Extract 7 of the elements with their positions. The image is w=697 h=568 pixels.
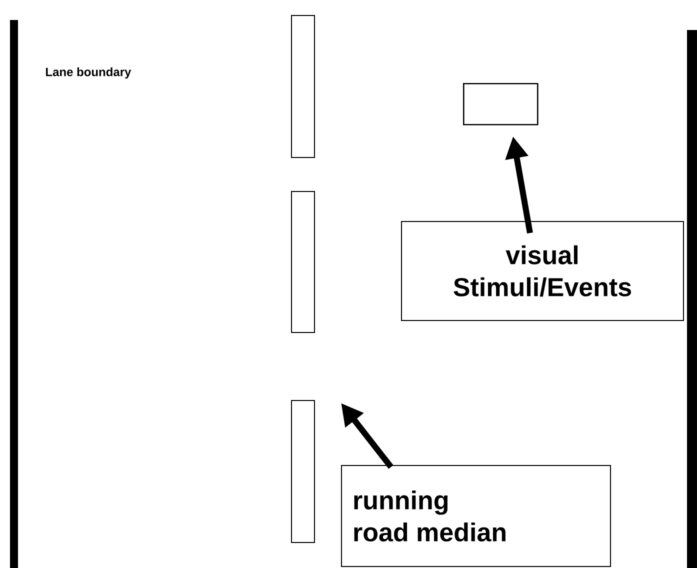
label-box: visual Stimuli/Events	[401, 221, 684, 321]
median-dash	[291, 400, 315, 543]
event-box	[463, 83, 538, 126]
lane-boundary-label: Lane boundary	[46, 67, 132, 79]
median-dash	[291, 15, 315, 158]
median-dash	[291, 191, 315, 333]
label-box: running road median	[341, 464, 611, 567]
